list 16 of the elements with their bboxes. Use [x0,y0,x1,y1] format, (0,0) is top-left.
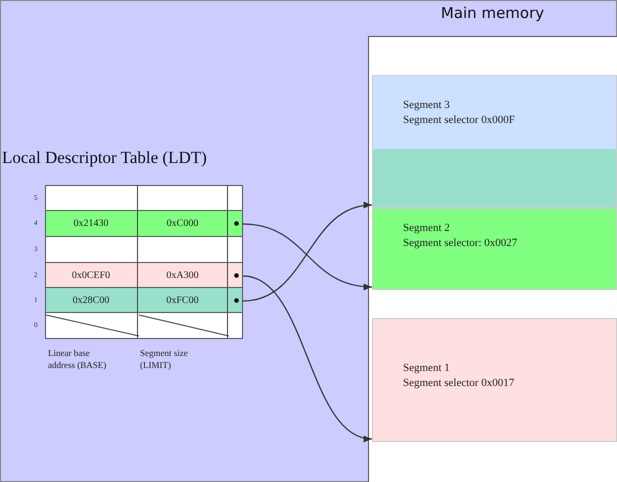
segment-name: Segment 2 [403,221,450,236]
memory-segment [372,75,617,208]
segment-selector: Segment selector 0x0017 [403,376,514,391]
arrow [242,223,372,290]
segment-name: Segment 1 [403,361,450,376]
arrow [242,202,372,302]
segment-selector: Segment selector 0x000F [403,113,515,128]
column-caption: Linear base address (BASE) [48,348,108,372]
column-caption: Segment size (LIMIT) [140,348,189,372]
table-title: Local Descriptor Table (LDT) [2,148,207,168]
memory-title: Main memory [440,4,546,22]
memory-segment [372,318,617,442]
arrow [242,275,372,440]
memory-segment [372,208,617,290]
segment-name: Segment 3 [403,98,450,113]
segment-selector: Segment selector: 0x0027 [403,236,518,251]
